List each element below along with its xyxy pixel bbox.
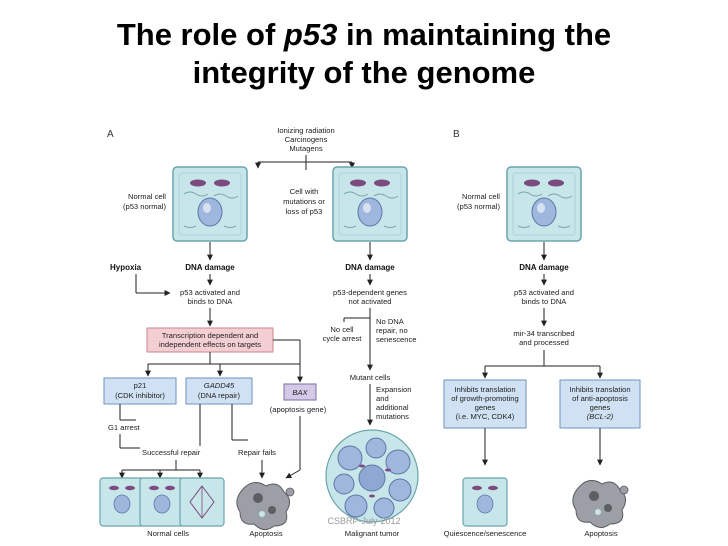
- title-line-1: The role of p53 in maintaining the: [116, 17, 612, 52]
- dna-damage-b: DNA damage: [519, 263, 569, 272]
- normal-cell-bottom-1: [99, 477, 145, 527]
- normal-cells-label: Normal cells: [147, 529, 189, 538]
- growth-inhibit-box: [443, 379, 527, 429]
- p53-activated-b1: p53 activated and: [514, 288, 574, 297]
- normal-cell-a: [172, 166, 248, 242]
- normal-cell-b-label1: Normal cell: [462, 192, 500, 201]
- antiapop-inhibit-box: [559, 379, 641, 429]
- bax-label: BAX: [292, 388, 308, 397]
- title-p53: p53: [283, 17, 338, 52]
- gadd45-label: GADD45: [204, 381, 235, 390]
- apoptotic-cells-a: [236, 482, 295, 530]
- transcription-label1: Transcription dependent and: [162, 331, 258, 340]
- panel-a-label: A: [107, 129, 114, 140]
- dna-damage-m: DNA damage: [345, 263, 395, 272]
- malignant-tumor-cluster: [325, 429, 419, 523]
- no-arrest2: cycle arrest: [323, 334, 363, 343]
- normal-cell-b: [506, 166, 582, 242]
- gadd45-desc: (DNA repair): [198, 391, 241, 400]
- growth-label4: (i.e. MYC, CDK4): [456, 412, 515, 421]
- apoptosis-a-label: Apoptosis: [249, 529, 283, 538]
- p21-box: [103, 377, 177, 405]
- p53-activated-a1: p53 activated and: [180, 288, 240, 297]
- hypoxia-label: Hypoxia: [110, 263, 142, 272]
- antiapop-label3: genes: [590, 403, 611, 412]
- bax-box: [283, 383, 317, 401]
- apoptosis-b-label: Apoptosis: [584, 529, 618, 538]
- antiapop-label4: (BCL-2): [587, 412, 614, 421]
- mut-cell-label2: mutations or: [283, 197, 325, 206]
- mutant-cell: [332, 166, 408, 242]
- growth-label2: of growth-promoting: [451, 394, 519, 403]
- growth-label1: Inhibits translation: [454, 385, 515, 394]
- gadd45-box: [185, 377, 253, 405]
- panel-b-label: B: [453, 129, 460, 140]
- dividing-cell: [179, 477, 225, 527]
- expansion1: Expansion: [376, 385, 411, 394]
- stimuli-mutagens: Mutagens: [289, 144, 323, 153]
- quiescent-cell: [462, 477, 508, 527]
- repair-fails-label: Repair fails: [238, 448, 276, 457]
- stimuli-ionizing: Ionizing radiation: [277, 126, 334, 135]
- mir34-label2: and processed: [519, 338, 569, 347]
- no-repair2: repair, no: [376, 326, 408, 335]
- apoptotic-cells-b: [572, 480, 629, 528]
- p21-desc: (CDK inhibitor): [115, 391, 165, 400]
- expansion3: additional: [376, 403, 409, 412]
- footer-credit: CSBRP-July-2012: [327, 516, 400, 526]
- quiescence-label: Quiescence/senescence: [444, 529, 527, 538]
- title-line-2: integrity of the genome: [192, 55, 536, 90]
- expansion2: and: [376, 394, 389, 403]
- p53-dependent2: not activated: [348, 297, 391, 306]
- malignant-tumor-label: Malignant tumor: [345, 529, 400, 538]
- normal-cell-b-label2: (p53 normal): [457, 202, 501, 211]
- mut-cell-label1: Cell with: [290, 187, 319, 196]
- mir34-label1: mir-34 transcribed: [513, 329, 574, 338]
- bax-gene-label: (apoptosis gene): [270, 405, 327, 414]
- g1-arrest-label: G1 arrest: [108, 423, 141, 432]
- p21-label: p21: [134, 381, 147, 390]
- no-repair3: senescence: [376, 335, 417, 344]
- successful-repair-label: Successful repair: [142, 448, 201, 457]
- p53-dependent1: p53-dependent genes: [333, 288, 407, 297]
- mutant-cells-label: Mutant cells: [350, 373, 391, 382]
- stimuli-carcinogens: Carcinogens: [285, 135, 328, 144]
- p53-activated-a2: binds to DNA: [188, 297, 234, 306]
- dna-damage-a: DNA damage: [185, 263, 235, 272]
- normal-cell-bottom-2: [139, 477, 185, 527]
- growth-label3: genes: [475, 403, 496, 412]
- no-repair1: No DNA: [376, 317, 405, 326]
- p53-activated-b2: binds to DNA: [522, 297, 568, 306]
- antiapop-label2: of anti-apoptosis: [572, 394, 628, 403]
- transcription-label2: independent effects on targets: [159, 340, 261, 349]
- expansion4: mutations: [376, 412, 409, 421]
- normal-cell-a-label2: (p53 normal): [123, 202, 167, 211]
- slide-title: The role of p53 in maintaining the integ…: [0, 16, 728, 92]
- antiapop-label1: Inhibits translation: [569, 385, 630, 394]
- no-arrest1: No cell: [330, 325, 354, 334]
- mut-cell-label3: loss of p53: [286, 207, 323, 216]
- normal-cell-a-label1: Normal cell: [128, 192, 166, 201]
